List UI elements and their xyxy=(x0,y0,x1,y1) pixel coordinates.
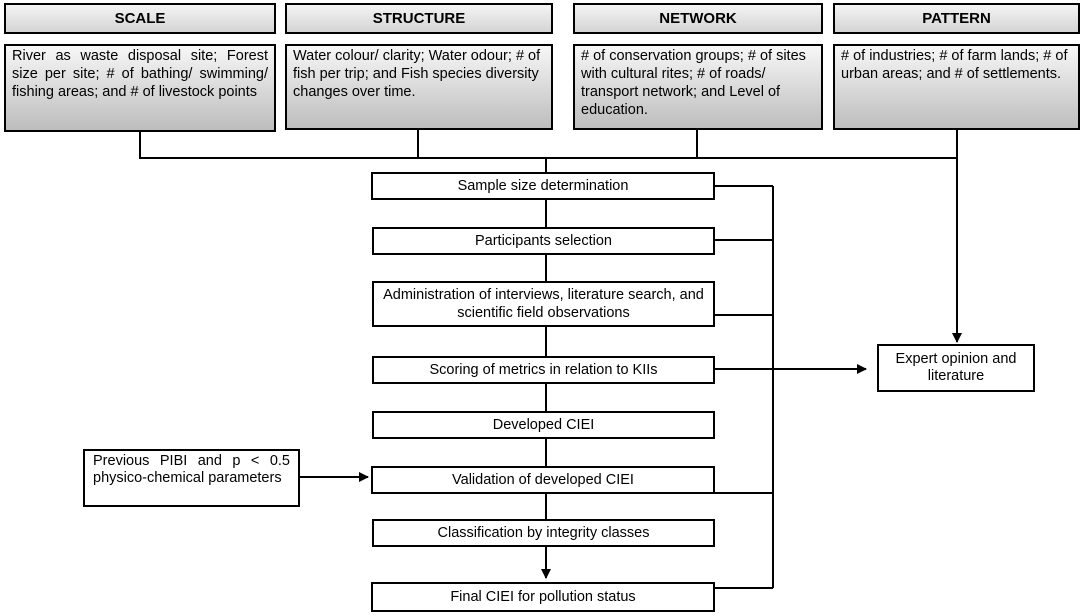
step-classification-label: Classification by integrity classes xyxy=(437,525,650,541)
step-sample-size-label: Sample size determination xyxy=(457,178,629,194)
step-validation-label: Validation of developed CIEI xyxy=(452,472,634,488)
description-network: # of conservation groups; # of sites wit… xyxy=(573,44,823,130)
description-scale-text: River as waste disposal site; Forest siz… xyxy=(12,48,268,100)
header-pattern: PATTERN xyxy=(833,3,1080,34)
step-developed-label: Developed CIEI xyxy=(492,417,595,433)
expert-opinion-box: Expert opinion and literature xyxy=(877,344,1035,392)
previous-pibi-label: Previous PIBI and p < 0.5 physico-chemic… xyxy=(93,453,290,486)
description-structure-text: Water colour/ clarity; Water odour; # of… xyxy=(293,48,541,100)
step-participants-label: Participants selection xyxy=(474,233,612,249)
step-validation: Validation of developed CIEI xyxy=(371,466,715,494)
step-administration-label: Administration of interviews, literature… xyxy=(383,287,704,321)
step-classification: Classification by integrity classes xyxy=(372,519,715,547)
description-pattern: # of industries; # of farm lands; # of u… xyxy=(833,44,1080,130)
header-scale-label: SCALE xyxy=(114,10,166,27)
header-structure: STRUCTURE xyxy=(285,3,553,34)
step-administration: Administration of interviews, literature… xyxy=(372,281,715,327)
step-scoring: Scoring of metrics in relation to KIIs xyxy=(372,356,715,384)
step-developed: Developed CIEI xyxy=(372,411,715,439)
header-network: NETWORK xyxy=(573,3,823,34)
header-structure-label: STRUCTURE xyxy=(372,10,466,27)
step-participants: Participants selection xyxy=(372,227,715,255)
step-final: Final CIEI for pollution status xyxy=(371,582,715,612)
step-final-label: Final CIEI for pollution status xyxy=(450,589,636,605)
header-scale: SCALE xyxy=(4,3,276,34)
description-structure: Water colour/ clarity; Water odour; # of… xyxy=(285,44,553,130)
description-scale: River as waste disposal site; Forest siz… xyxy=(4,44,276,132)
previous-pibi-box: Previous PIBI and p < 0.5 physico-chemic… xyxy=(83,449,300,507)
step-scoring-label: Scoring of metrics in relation to KIIs xyxy=(429,362,658,378)
header-network-label: NETWORK xyxy=(659,10,737,27)
header-pattern-label: PATTERN xyxy=(922,10,991,27)
description-pattern-text: # of industries; # of farm lands; # of u… xyxy=(841,48,1068,82)
description-network-text: # of conservation groups; # of sites wit… xyxy=(581,48,806,118)
expert-opinion-label: Expert opinion and literature xyxy=(895,351,1017,384)
step-sample-size: Sample size determination xyxy=(371,172,715,200)
